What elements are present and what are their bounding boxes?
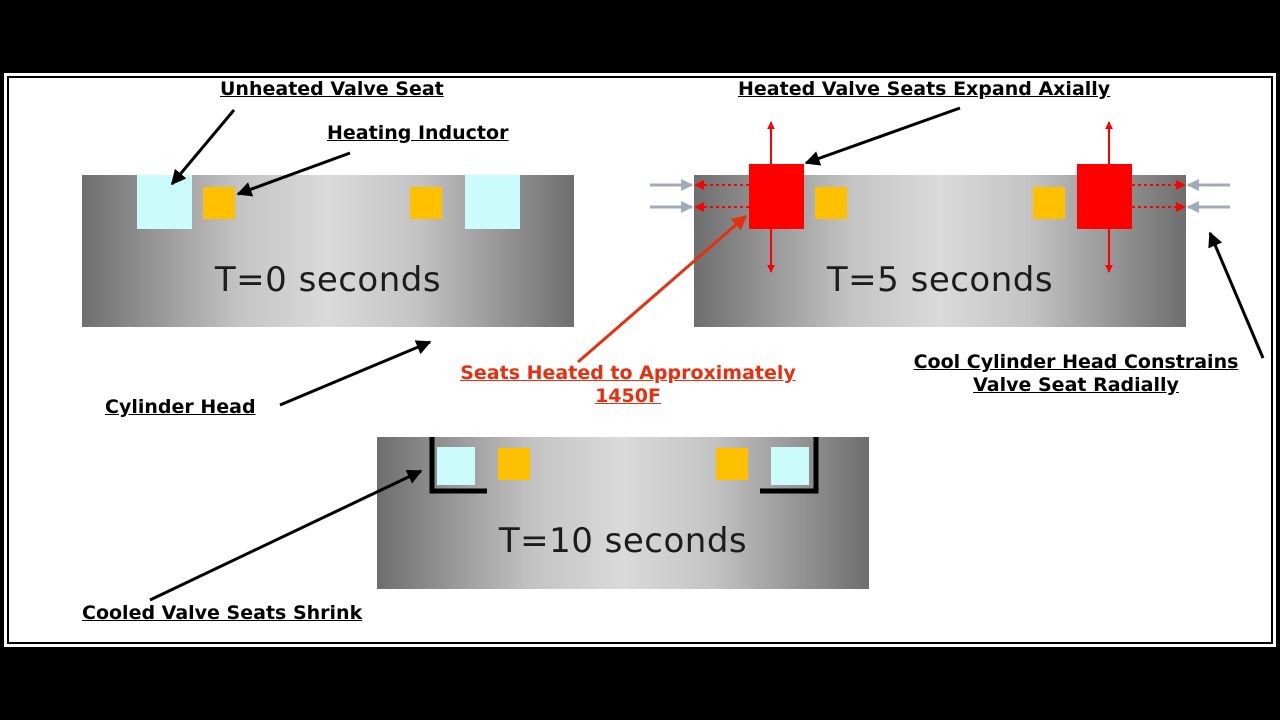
label-heating-inductor: Heating Inductor <box>327 122 509 144</box>
arrow-expand-axially <box>804 106 961 166</box>
cylinder-head-t10: T=10 seconds <box>377 437 869 589</box>
inductor-right-t5 <box>1033 187 1065 219</box>
shrink-bracket-left <box>429 437 487 494</box>
heated-valve-seat-right <box>1077 164 1132 229</box>
arrow-cylinder-head <box>279 340 432 407</box>
label-unheated-valve-seat: Unheated Valve Seat <box>220 78 444 100</box>
valve-seat-left-t10 <box>437 447 475 485</box>
arrow-shrink <box>149 469 423 602</box>
valve-seat-right-t0 <box>465 175 520 229</box>
label-constrains: Cool Cylinder Head Constrains Valve Seat… <box>886 351 1266 397</box>
heated-valve-seat-left <box>749 164 804 229</box>
stage-label-t0: T=0 seconds <box>214 260 442 300</box>
label-cooled-seats-shrink: Cooled Valve Seats Shrink <box>82 602 363 624</box>
inductor-left-t0 <box>203 187 235 219</box>
label-heated-to-line1: Seats Heated to Approximately <box>460 362 796 384</box>
stage-label-t10: T=10 seconds <box>498 521 748 561</box>
stage-label-t5: T=5 seconds <box>826 260 1054 300</box>
inductor-left-t5 <box>815 187 847 219</box>
inductor-right-t0 <box>410 187 442 219</box>
label-heated-to-line2: 1450F <box>595 385 661 407</box>
label-constrains-line2: Valve Seat Radially <box>973 374 1179 396</box>
inductor-right-t10 <box>716 448 748 480</box>
arrow-heated-to <box>577 214 748 364</box>
shrink-bracket-right <box>760 437 819 494</box>
label-constrains-line1: Cool Cylinder Head Constrains <box>913 351 1239 373</box>
arrow-constrains <box>1208 231 1265 359</box>
cylinder-head-t0: T=0 seconds <box>82 175 574 327</box>
inductor-left-t10 <box>498 448 530 480</box>
label-cylinder-head: Cylinder Head <box>105 396 256 418</box>
valve-seat-right-t10 <box>771 447 809 485</box>
label-expand-axially: Heated Valve Seats Expand Axially <box>738 78 1111 100</box>
arrow-unheated-seat <box>170 109 236 186</box>
arrow-heating-inductor <box>236 151 351 197</box>
label-heated-to: Seats Heated to Approximately 1450F <box>428 362 828 408</box>
